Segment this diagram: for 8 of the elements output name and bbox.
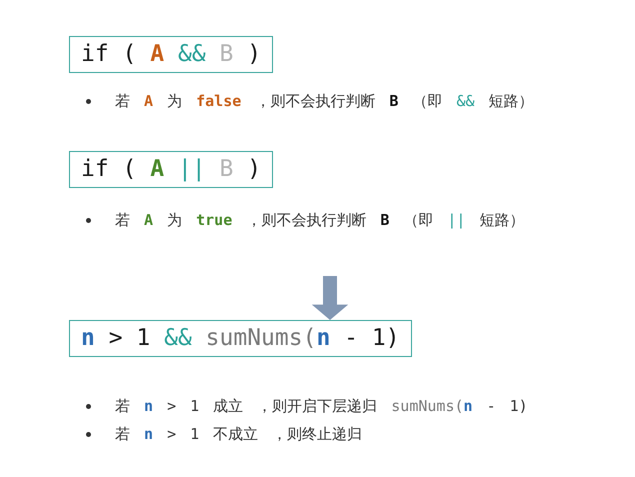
code-box: if ( A && B ) [69,36,274,73]
bullet-text: 若 A 为 false ，则不会执行判断 B （即 && 短路） [115,91,534,111]
code-box: n > 1 && sumNums(n - 1) [69,320,412,357]
bullet-text: 若 n > 1 不成立 ，则终止递归 [115,424,362,444]
bullet-text: 若 n > 1 成立 ，则开启下层递归 sumNums(n - 1) [115,396,528,416]
bullet-text: 若 A 为 true ，则不会执行判断 B （即 || 短路） [115,210,524,230]
arrow [312,276,348,320]
code-box: if ( A || B ) [69,151,274,188]
